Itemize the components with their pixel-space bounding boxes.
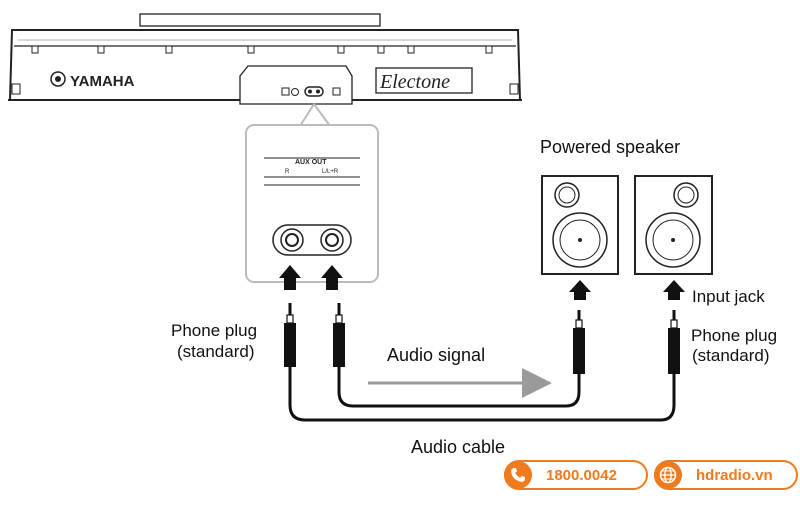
phone-plug-right-1 (573, 310, 585, 374)
yamaha-logo: YAMAHA (70, 73, 135, 90)
callout-pointer (299, 103, 331, 127)
phone-plug-left-2 (333, 303, 345, 367)
plug-arrows (279, 265, 685, 300)
jack-label-r: R (285, 169, 290, 175)
jack-label-l: L/L+R (322, 169, 339, 175)
phone-icon (504, 461, 532, 489)
audio-signal-label: Audio signal (387, 345, 486, 365)
phone-plug-left-label-2: (standard) (177, 342, 255, 361)
phone-plug-left-1 (284, 303, 296, 367)
input-jack-label: Input jack (692, 287, 765, 306)
hotline-badge[interactable]: 1800.0042 (504, 460, 648, 490)
phone-plug-left-label-1: Phone plug (171, 321, 258, 340)
website-url: hdradio.vn (696, 466, 773, 484)
phone-plug-right-label-1: Phone plug (691, 326, 778, 345)
audio-cables (288, 367, 676, 422)
aux-out-zoom-panel: AUX OUT R L/L+R (245, 124, 379, 283)
powered-speaker-label: Powered speaker (540, 137, 681, 157)
website-badge[interactable]: hdradio.vn (654, 460, 798, 490)
globe-icon (654, 461, 682, 489)
phone-plug-right-2 (668, 310, 680, 374)
powered-speaker-right (634, 175, 713, 275)
instrument-rear-panel: YAMAHA Electone (8, 13, 522, 105)
aux-out-label: AUX OUT (295, 159, 327, 166)
powered-speaker-left (541, 175, 619, 275)
audio-cable-label: Audio cable (411, 437, 506, 457)
hotline-number: 1800.0042 (546, 466, 617, 484)
phone-plug-right-label-2: (standard) (692, 346, 770, 365)
electone-logo: Electone (379, 71, 450, 93)
